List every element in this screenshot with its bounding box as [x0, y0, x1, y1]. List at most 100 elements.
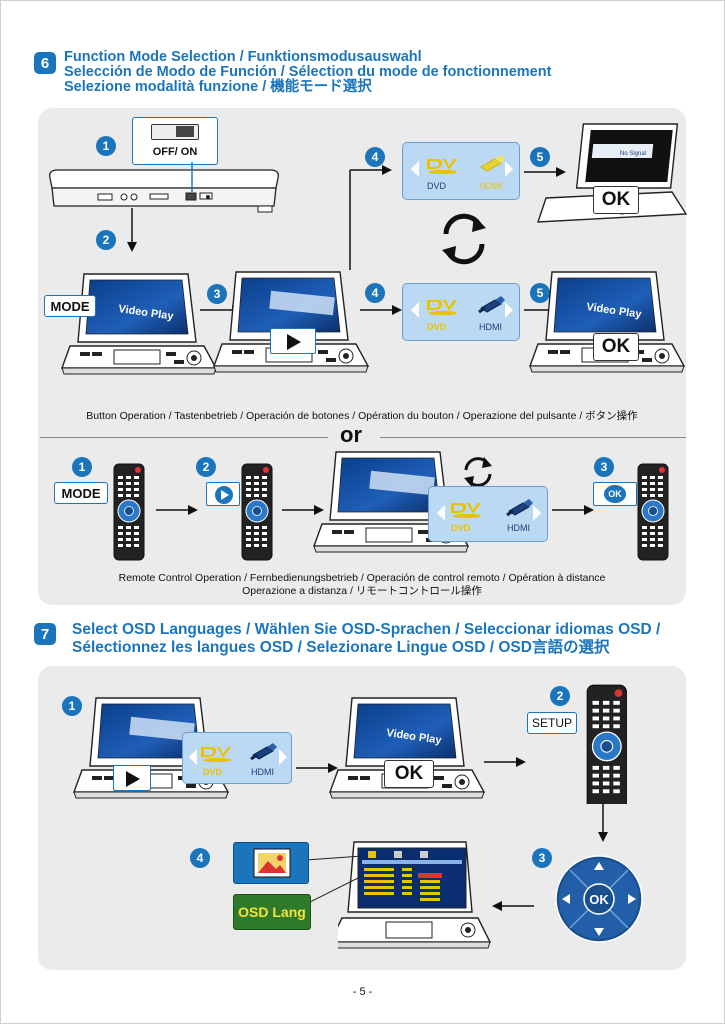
- power-switch-callout: OFF/ ON: [132, 117, 218, 165]
- s7-step1-badge: 1: [62, 696, 82, 716]
- laptop-menu: [213, 271, 369, 373]
- section6-title-line3: Selezione modalità funzione / 機能モード選択: [64, 79, 372, 95]
- no-signal-text: No Signal: [620, 151, 646, 157]
- s7-laptop-setup-menu: [338, 841, 492, 949]
- section6-title-line2: Selección de Modo de Función / Sélection…: [64, 64, 552, 80]
- s6-step1-badge: 1: [96, 136, 116, 156]
- s7-play-callout[interactable]: [113, 765, 151, 791]
- navigation-pad[interactable]: OK: [554, 854, 644, 944]
- hdmi-label-bottom: HDMI: [479, 322, 502, 332]
- remote-control-3: [637, 463, 669, 561]
- page-number: - 5 -: [352, 986, 373, 998]
- power-switch[interactable]: [151, 124, 199, 140]
- dvd-icon-highlight: [427, 300, 457, 316]
- s7-hdmi-label: HDMI: [251, 767, 274, 777]
- remote-dvd-label: DVD: [451, 523, 471, 533]
- s7-arrow-right-2: [484, 757, 526, 767]
- swap-cycle-icon: [442, 213, 486, 265]
- mode-button-label[interactable]: MODE: [44, 295, 96, 317]
- s7-play-icon: [126, 771, 140, 787]
- remote-source-select[interactable]: DVD HDMI: [428, 486, 548, 542]
- divider-left: [40, 437, 328, 438]
- s7-step4-badge: 4: [190, 848, 210, 868]
- button-operation-caption: Button Operation / Tastenbetrieb / Opera…: [86, 410, 638, 422]
- dvd-label-top: DVD: [427, 181, 447, 191]
- dvd-label-bottom: DVD: [427, 322, 447, 332]
- laptop-mode: Video Play: [61, 273, 217, 375]
- ok-button-bottom[interactable]: OK: [593, 333, 639, 361]
- s6-remote-step3-badge: 3: [594, 457, 614, 477]
- remote-caption: Remote Control Operation / Fernbedienung…: [38, 572, 686, 598]
- callout-lines: [306, 855, 363, 905]
- s6-step5-bottom-badge: 5: [530, 283, 550, 303]
- hdmi-label-top: HDMI: [479, 181, 502, 191]
- s7-arrow-right-1: [296, 763, 338, 773]
- osd-lang-label: OSD Lang: [238, 904, 306, 920]
- arrow-down-1: [127, 208, 137, 252]
- laptop-no-signal: No Signal: [537, 123, 688, 223]
- s7-step2-badge: 2: [550, 686, 570, 706]
- s7-dvd-label: DVD: [203, 767, 223, 777]
- s6-step5-top-badge: 5: [530, 147, 550, 167]
- s7-laptop-menu: [73, 697, 229, 799]
- power-switch-label: OFF/ ON: [152, 146, 198, 158]
- s7-source-select[interactable]: DVD HDMI: [182, 732, 292, 784]
- s7-arrow-left: [492, 901, 534, 911]
- s7-remote-control: [586, 684, 627, 804]
- s6-step4-top-badge: 4: [365, 147, 385, 167]
- source-select-dvd[interactable]: DVD HDMI: [402, 283, 520, 341]
- swap-small-icon: [464, 457, 492, 487]
- remote-hdmi-label: HDMI: [507, 523, 530, 533]
- s7-arrow-down: [598, 804, 608, 842]
- dvd-icon: [427, 159, 457, 175]
- nav-pad-ok-text: OK: [589, 892, 609, 907]
- ok-button-top[interactable]: OK: [593, 186, 639, 214]
- section7-header: 7 Select OSD Languages / Wählen Sie OSD-…: [34, 621, 660, 657]
- arrow-right-6: [282, 505, 324, 515]
- s7-laptop-video-play: Video Play: [329, 697, 485, 799]
- s6-step4-bottom-badge: 4: [365, 283, 385, 303]
- remote-ok-icon: OK: [604, 485, 626, 503]
- section6-header: 6 Function Mode Selection / Funktionsmod…: [34, 50, 551, 95]
- divider-right: [380, 437, 686, 438]
- remote-dvd-icon: [451, 503, 481, 519]
- remote-caption-line2: Operazione a distanza / リモートコントロール操作: [242, 585, 482, 597]
- s6-remote-step1-badge: 1: [72, 457, 92, 477]
- remote-control-1: [113, 463, 145, 561]
- arrow-right-3: [360, 305, 402, 315]
- section7-title-line1: Select OSD Languages / Wählen Sie OSD-Sp…: [72, 621, 661, 638]
- play-circle-icon: [215, 486, 233, 504]
- section7-title-line2: Sélectionnez les langues OSD / Seleziona…: [72, 639, 610, 656]
- remote-mode-label[interactable]: MODE: [54, 482, 108, 504]
- osd-lang-box[interactable]: OSD Lang: [233, 894, 311, 930]
- section7-number: 7: [34, 623, 56, 645]
- or-label: or: [340, 422, 362, 447]
- source-select-hdmi[interactable]: DVD HDMI: [402, 142, 520, 200]
- s7-dvd-icon: [201, 747, 231, 763]
- section6-number: 6: [34, 52, 56, 74]
- remote-hdmi-icon: [505, 497, 535, 517]
- play-button-callout[interactable]: [270, 328, 316, 354]
- system-setup-icon-box: [233, 842, 309, 884]
- s7-step3-badge: 3: [532, 848, 552, 868]
- s7-ok-button[interactable]: OK: [384, 760, 434, 788]
- settings-picture-icon: [253, 848, 291, 878]
- dvd-player-device: [49, 162, 279, 213]
- remote-ok-callout[interactable]: OK: [593, 482, 637, 506]
- setup-button-label[interactable]: SETUP: [527, 712, 577, 734]
- remote-control-2: [241, 463, 273, 561]
- arrow-right-2: [524, 167, 566, 177]
- section6-title-line1: Function Mode Selection / Funktionsmodus…: [64, 49, 422, 65]
- s6-remote-step2-badge: 2: [196, 457, 216, 477]
- remote-caption-line1: Remote Control Operation / Fernbedienung…: [118, 572, 606, 584]
- hdmi-icon-highlight: [480, 155, 505, 172]
- remote-play-callout[interactable]: [206, 482, 240, 506]
- arrow-up-right: [349, 165, 392, 270]
- s7-hdmi-icon: [249, 741, 279, 761]
- arrow-right-7: [552, 505, 594, 515]
- laptop-remote-menu: [313, 451, 469, 553]
- hdmi-icon: [477, 294, 507, 314]
- play-icon: [287, 334, 301, 350]
- s6-step3-badge: 3: [207, 284, 227, 304]
- arrow-right-5: [156, 505, 198, 515]
